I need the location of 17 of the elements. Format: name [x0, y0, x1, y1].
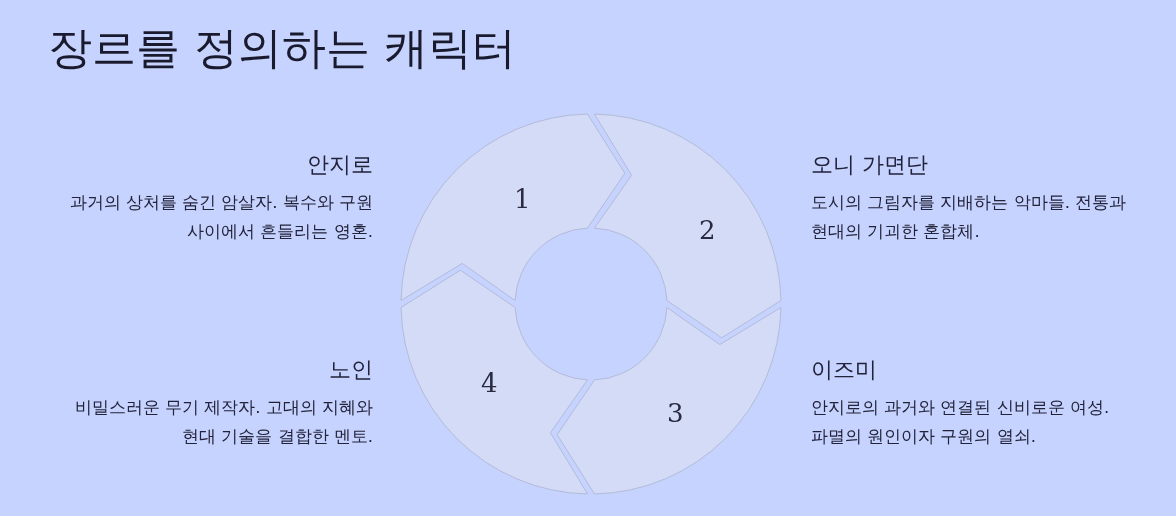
character-description: 과거의 상처를 숨긴 암살자. 복수와 구원 사이에서 흔들리는 영혼.	[68, 192, 373, 243]
ring-segment	[401, 270, 588, 494]
character-name: 이즈미	[811, 356, 877, 384]
ring-segment	[401, 114, 625, 301]
step-number: 3	[667, 398, 684, 428]
character-name: 안지로	[307, 151, 373, 179]
character-description: 도시의 그림자를 지배하는 악마들. 전통과 현대의 기괴한 혼합체.	[811, 192, 1128, 243]
ring-segment	[557, 307, 781, 494]
step-number: 4	[481, 368, 498, 398]
step-number: 2	[699, 215, 716, 245]
character-description: 비밀스러운 무기 제작자. 고대의 지혜와 현대 기술을 결합한 멘토.	[73, 397, 373, 448]
character-name: 노인	[329, 356, 373, 384]
character-name: 오니 가면단	[811, 151, 928, 179]
character-description: 안지로의 과거와 연결된 신비로운 여성. 파멸의 원인이자 구원의 열쇠.	[811, 397, 1111, 448]
step-number: 1	[514, 184, 531, 214]
ring-segment	[594, 114, 781, 338]
title: 장르를 정의하는 캐릭터	[48, 21, 516, 75]
